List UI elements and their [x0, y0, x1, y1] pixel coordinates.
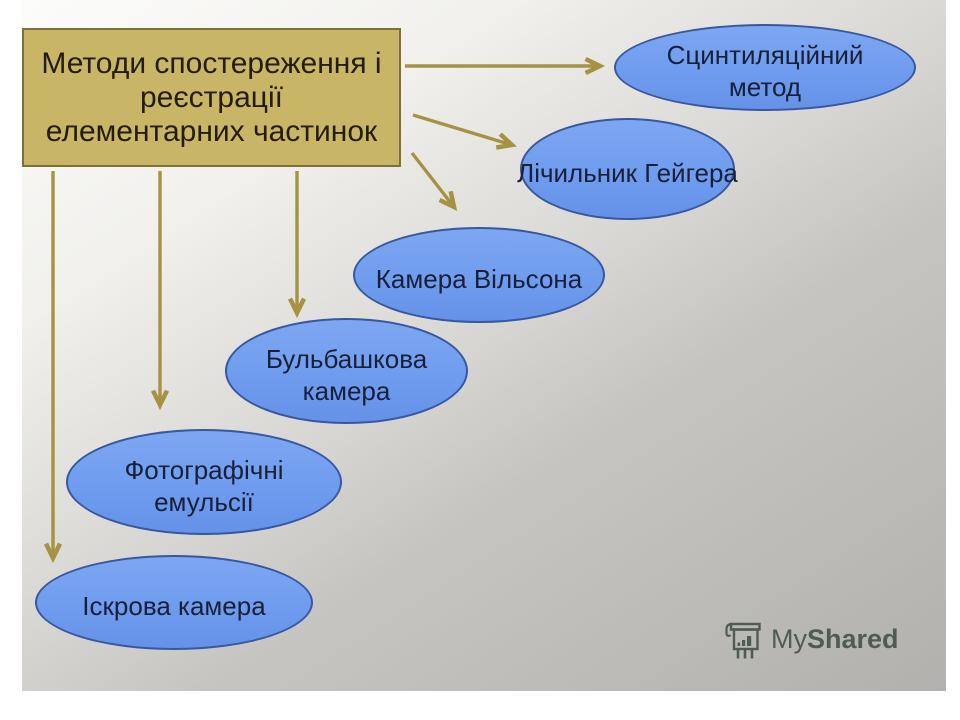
- node-bubble-chamber: Бульбашкова камера: [225, 318, 468, 424]
- node-geiger-counter: Лічильник Гейгера: [517, 118, 738, 220]
- arrow-title-to-bubble: [287, 171, 307, 319]
- myshared-watermark: MyShared: [723, 619, 899, 661]
- node-label: Камера Вільсона: [375, 263, 583, 294]
- arrow-title-to-spark: [43, 171, 63, 564]
- arrow-title-to-wilson: [410, 151, 458, 212]
- arrow-title-to-geiger: [412, 113, 517, 150]
- node-scintillation-method: Сцинтиляційний метод: [614, 24, 916, 111]
- arrow-title-to-scintillation: [405, 56, 606, 76]
- node-spark-chamber: Іскрова камера: [35, 555, 313, 650]
- node-label: Лічильник Гейгера: [517, 157, 738, 188]
- node-label: Іскрова камера: [82, 591, 266, 621]
- watermark-text: MyShared: [771, 619, 899, 659]
- title-box: Методи спостереження і реєстрації елемен…: [22, 28, 401, 167]
- node-label: Бульбашкова камера: [265, 343, 428, 406]
- watermark-suffix: Shared: [807, 624, 899, 654]
- watermark-prefix: My: [771, 624, 807, 654]
- node-photographic-emulsions: Фотографічні емульсії: [66, 429, 342, 535]
- node-label: Фотографічні емульсії: [124, 454, 284, 517]
- slide-background: Методи спостереження і реєстрації елемен…: [22, 0, 946, 691]
- title-text: Методи спостереження і реєстрації елемен…: [41, 46, 382, 148]
- node-label: Сцинтиляційний метод: [666, 40, 864, 102]
- connector-arrows: [43, 56, 606, 564]
- arrow-title-to-photo: [150, 171, 170, 411]
- projector-screen-icon: [725, 622, 761, 659]
- node-wilson-chamber: Камера Вільсона: [353, 227, 605, 323]
